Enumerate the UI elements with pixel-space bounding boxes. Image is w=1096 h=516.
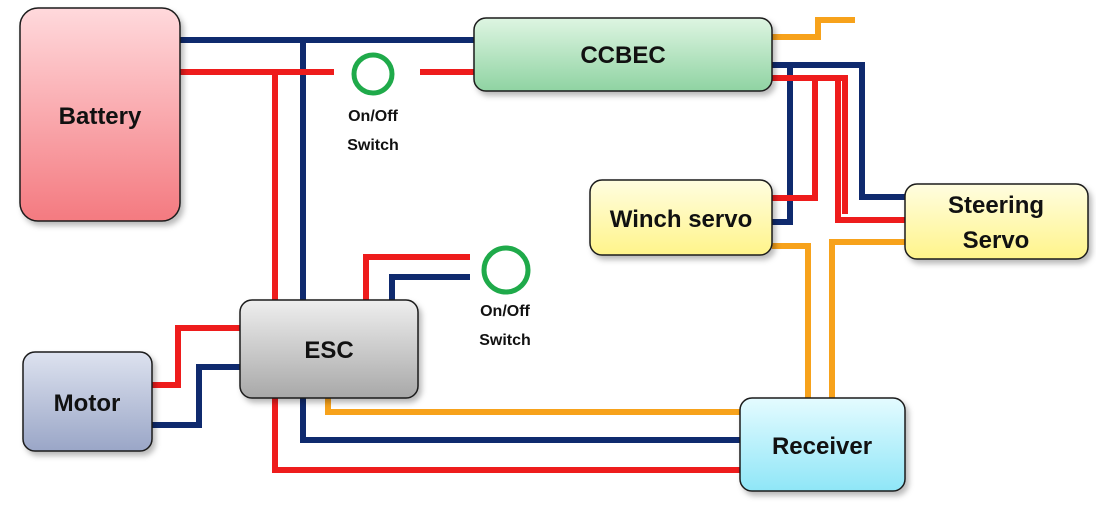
switch-label-line2: Switch [347,137,399,154]
winch-receiver-signal-wire [772,243,811,398]
ccbec-box: CCBEC [473,17,773,92]
switch-ring[interactable] [351,52,395,96]
steering-servo-label-line2: Servo [963,227,1030,254]
steering-servo-label-line1: Steering [948,192,1044,219]
esc-switch-negative-wire [389,274,470,300]
switch-label-line1: On/Off [348,108,398,125]
switch-label-line2: Switch [479,332,531,349]
ccbec-steering-positive-wire-2 [838,75,848,214]
steering-receiver-signal-wire [829,239,905,398]
receiver-box: Receiver [739,397,906,492]
ccbec-winch-positive-wire [772,75,818,201]
positive-wires [152,69,905,473]
motor-esc-positive-wire [152,325,240,388]
motor-label: Motor [54,390,121,417]
motor-box: Motor [22,351,153,452]
esc-receiver-signal-wire [325,398,740,415]
negative-wires [152,37,905,443]
esc-receiver-negative-wire [300,398,740,443]
signal-wires [325,17,905,415]
motor-esc-negative-wire [152,364,240,428]
switch-ring[interactable] [481,245,531,295]
winch-servo-box: Winch servo [589,179,773,256]
battery-box: Battery [19,7,181,222]
receiver-label: Receiver [772,433,872,460]
esc-box: ESC [239,299,419,399]
ccbec-steering-positive-wire [815,75,905,223]
esc-switch-positive-wire [363,254,470,300]
ccbec-steering-negative-wire [790,62,905,200]
esc-label: ESC [304,337,353,364]
winch-servo-label: Winch servo [610,206,753,233]
battery-label: Battery [59,103,142,130]
steering-servo-box: Steering Servo [904,183,1089,260]
ccbec-winch-negative-wire [772,62,793,225]
ccbec-signal-wire [772,17,855,40]
main-on-off-switch[interactable]: On/Off Switch [347,52,399,154]
switch-label-line1: On/Off [480,303,530,320]
esc-on-off-switch[interactable]: On/Off Switch [479,245,531,349]
esc-receiver-positive-wire [272,398,740,473]
ccbec-label: CCBEC [580,42,665,69]
